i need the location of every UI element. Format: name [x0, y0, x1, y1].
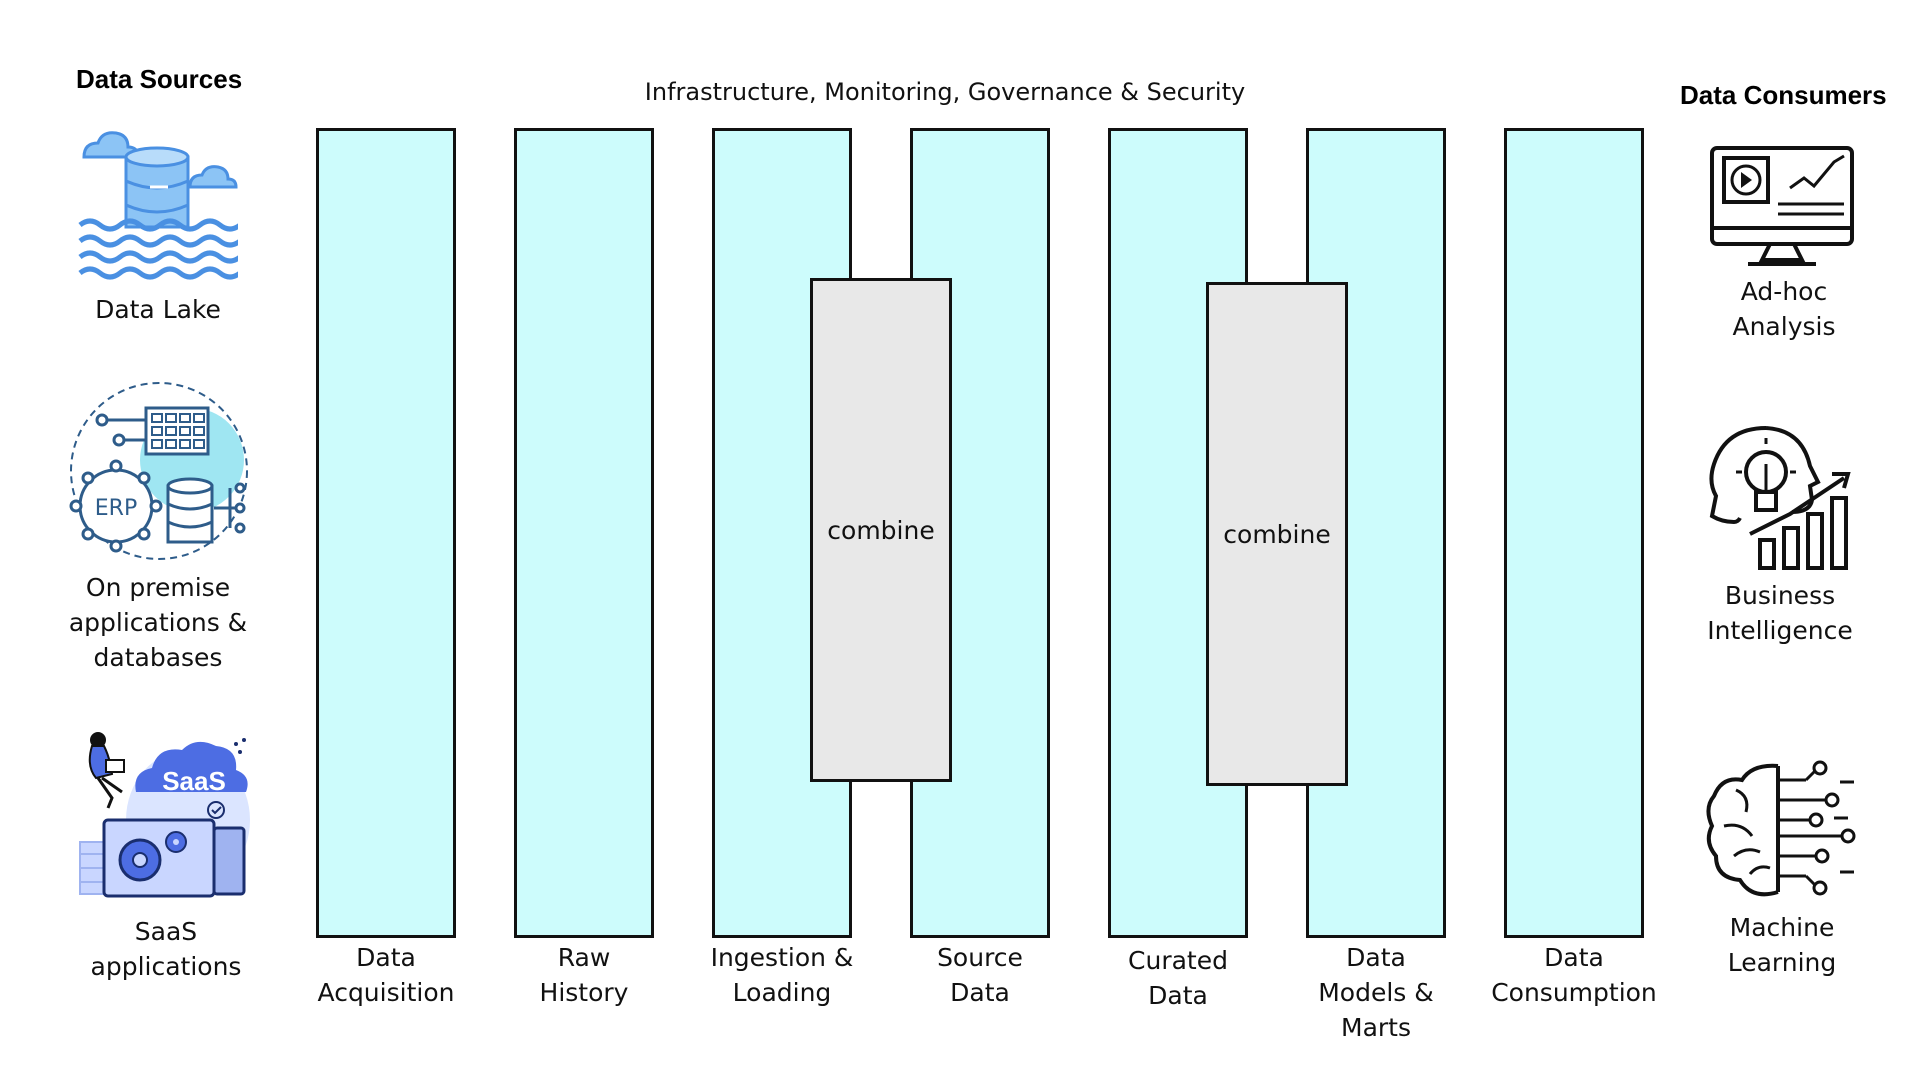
combine-label: combine	[1223, 519, 1331, 549]
source-label-on-premise: On premise applications & databases	[68, 573, 248, 672]
monitor-chart-icon	[1710, 146, 1854, 266]
stage-column-data-acquisition	[316, 128, 456, 938]
stage-column-raw-history	[514, 128, 654, 938]
stage-label-data-models-marts: Data Models & Marts	[1318, 943, 1434, 1042]
consumer-label-machine-learning: Machine Learning	[1727, 913, 1837, 977]
data-lake-icon	[78, 131, 238, 280]
svg-text:ERP: ERP	[95, 496, 137, 521]
data-consumers-heading: Data Consumers	[1680, 80, 1887, 110]
consumer-label-adhoc-analysis: Ad-hoc Analysis	[1732, 277, 1836, 341]
stage-column-data-consumption	[1504, 128, 1644, 938]
svg-text:SaaS: SaaS	[162, 766, 226, 796]
erp-database-icon: ERP	[69, 382, 248, 560]
brain-circuit-icon	[1706, 760, 1856, 897]
combine-label: combine	[827, 515, 935, 545]
stage-label-raw-history: Raw History	[539, 943, 629, 1007]
stage-label-data-consumption: Data Consumption	[1491, 943, 1657, 1007]
saas-icon: SaaS	[79, 732, 250, 898]
stage-label-data-acquisition: Data Acquisition	[317, 943, 455, 1007]
stage-label-curated-data: Curated Data	[1128, 946, 1228, 1010]
stage-label-source-data: Source Data	[937, 943, 1023, 1007]
data-sources-heading: Data Sources	[76, 64, 243, 94]
infrastructure-label: Infrastructure, Monitoring, Governance &…	[644, 78, 1246, 106]
consumer-label-business-intelligence: Business Intelligence	[1707, 581, 1853, 645]
lightbulb-growth-icon	[1709, 426, 1851, 570]
combine-box-ingestion-source: combine	[810, 278, 952, 782]
source-label-saas: SaaS applications	[90, 917, 242, 981]
combine-box-curated-models: combine	[1206, 282, 1348, 786]
stage-label-ingestion-loading: Ingestion & Loading	[710, 943, 854, 1007]
source-label-data-lake: Data Lake	[95, 295, 221, 324]
